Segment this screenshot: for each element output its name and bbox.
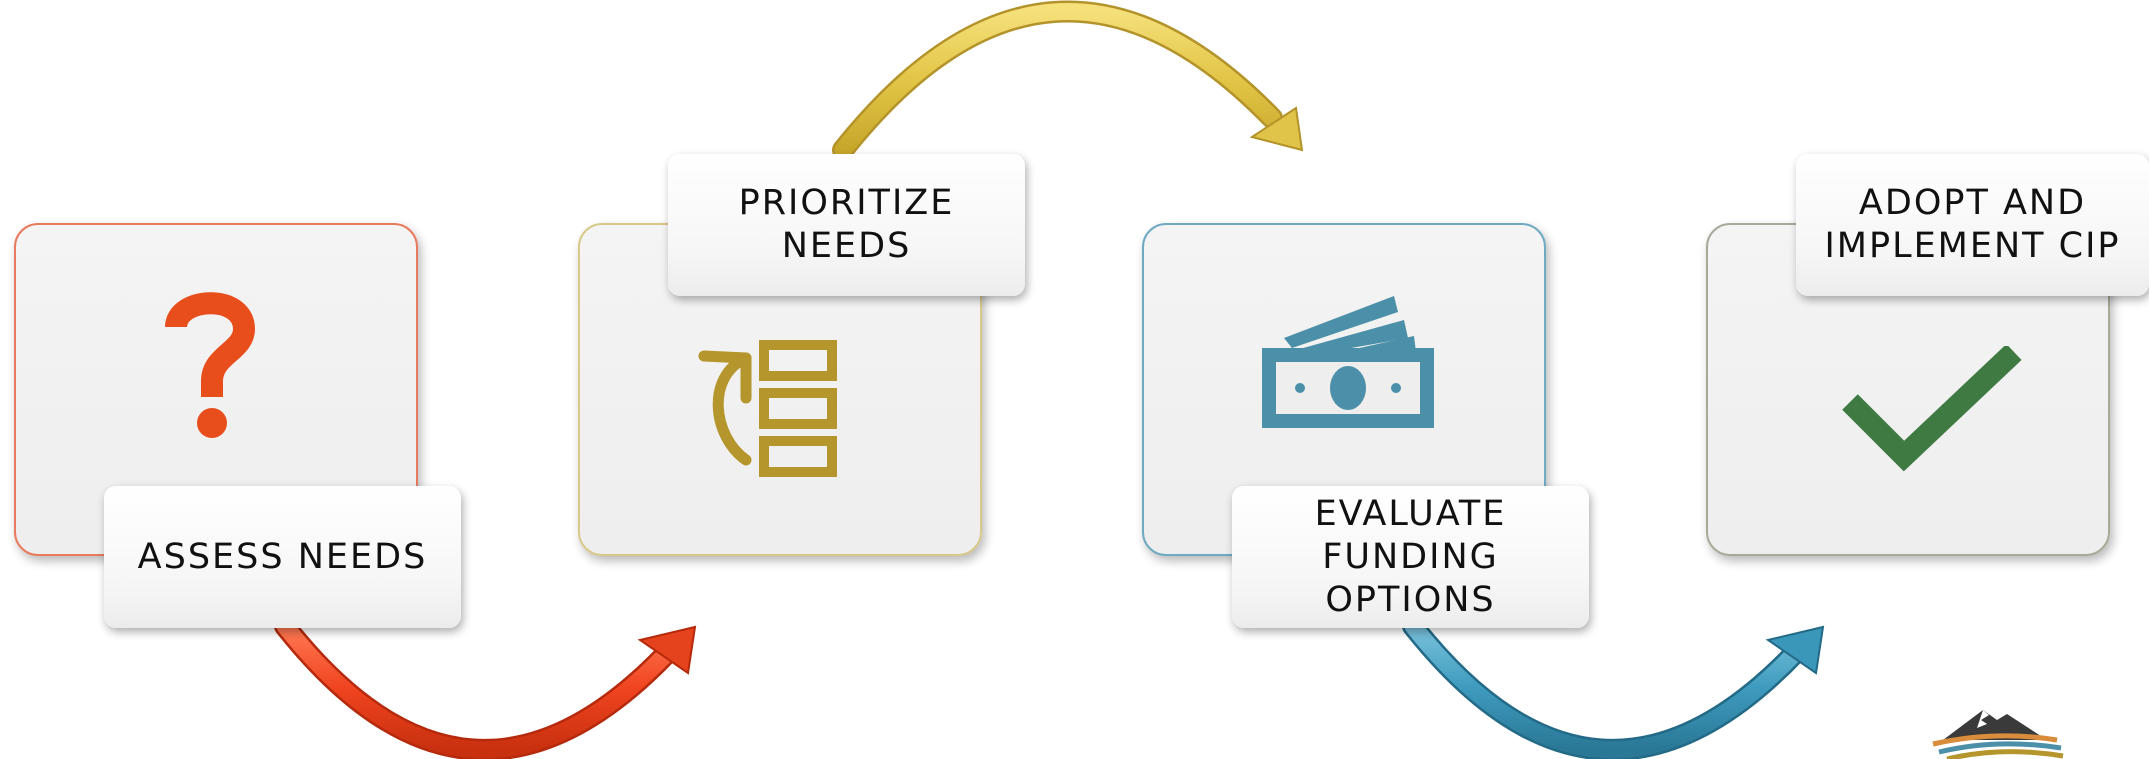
mountain-logo-icon: [1932, 710, 2064, 759]
question-mark-icon: [165, 292, 256, 438]
money-icon: [1262, 296, 1434, 428]
checkmark-icon: [1842, 346, 2022, 472]
connector-arrow-2-3: [832, 0, 1304, 161]
connector-arrow-1-2: [274, 615, 697, 759]
step-label-adopt: ADOPT AND IMPLEMENT CIP: [1796, 154, 2149, 296]
step-label-assess: ASSESS NEEDS: [104, 486, 461, 628]
reorder-list-icon: [698, 340, 837, 477]
step-label-evaluate: EVALUATE FUNDING OPTIONS: [1232, 486, 1589, 628]
connector-arrow-3-4: [1402, 615, 1825, 759]
step-label-prioritize: PRIORITIZE NEEDS: [668, 154, 1025, 296]
